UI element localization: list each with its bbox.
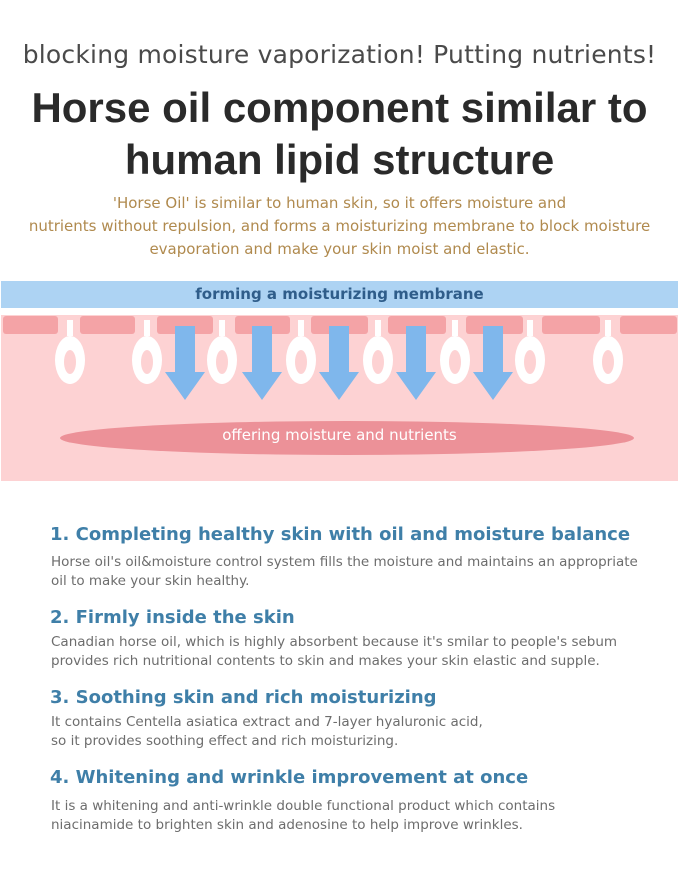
pore: [440, 320, 470, 384]
down-arrow-icon: [396, 326, 436, 400]
pore-hole: [295, 350, 307, 374]
feature-line: so it provides soothing effect and rich …: [51, 733, 399, 749]
skin-segment: [3, 316, 58, 334]
pore-hole: [216, 350, 228, 374]
arrows: [165, 326, 513, 400]
skin-segment: [542, 316, 600, 334]
down-arrow-icon: [165, 326, 205, 400]
title-line-1: Horse oil component similar to: [31, 84, 648, 131]
skin-segment: [80, 316, 135, 334]
pore: [132, 320, 162, 384]
skin-segment: [620, 316, 677, 334]
nutrient-label: offering moisture and nutrients: [222, 426, 457, 444]
feature-line: provides rich nutritional contents to sk…: [51, 653, 600, 669]
pore-hole: [141, 350, 153, 374]
feature-line: Horse oil's oil&moisture control system …: [51, 554, 638, 570]
pore-hole: [524, 350, 536, 374]
feature-desc: Horse oil's oil&moisture control system …: [51, 553, 651, 591]
pore: [515, 320, 545, 384]
feature-line: It contains Centella asiatica extract an…: [51, 714, 483, 730]
feature-title: 2. Firmly inside the skin: [50, 607, 295, 628]
skin-segment: [311, 316, 368, 334]
pore-neck: [67, 320, 73, 336]
pore: [363, 320, 393, 384]
nutrient-ellipse: [60, 421, 634, 455]
skin-top-layer: [3, 316, 677, 334]
pore-hole: [64, 350, 76, 374]
down-arrow-icon: [319, 326, 359, 400]
feature-title: 4. Whitening and wrinkle improvement at …: [50, 767, 529, 788]
pore-neck: [605, 320, 611, 336]
pore: [286, 320, 316, 384]
pore-neck: [298, 320, 304, 336]
pore-hole: [449, 350, 461, 374]
pores: [55, 320, 623, 384]
membrane-bar: [1, 281, 678, 308]
intro-line: evaporation and make your skin moist and…: [149, 240, 530, 258]
pore-neck: [452, 320, 458, 336]
intro-line: nutrients without repulsion, and forms a…: [28, 217, 651, 235]
feature-title: 1. Completing healthy skin with oil and …: [50, 524, 631, 545]
skin-segment: [388, 316, 446, 334]
pore: [593, 320, 623, 384]
title-line-2: human lipid structure: [124, 136, 555, 183]
down-arrow-icon: [242, 326, 282, 400]
pore: [207, 320, 237, 384]
feature-line: It is a whitening and anti-wrinkle doubl…: [51, 798, 556, 814]
feature-line: oil to make your skin healthy.: [51, 573, 250, 589]
feature-desc: It contains Centella asiatica extract an…: [51, 713, 651, 751]
skin-segment: [157, 316, 213, 334]
pore-neck: [219, 320, 225, 336]
intro-line: 'Horse Oil' is similar to human skin, so…: [112, 194, 567, 212]
intro-text: 'Horse Oil' is similar to human skin, so…: [0, 192, 679, 261]
pore-neck: [144, 320, 150, 336]
down-arrow-icon: [473, 326, 513, 400]
membrane-label: forming a moisturizing membrane: [195, 285, 484, 303]
skin-segment: [235, 316, 290, 334]
page-title: Horse oil component similar to human lip…: [0, 82, 679, 186]
pore-hole: [602, 350, 614, 374]
pore: [55, 320, 85, 384]
skin-segment: [466, 316, 523, 334]
subtitle: blocking moisture vaporization! Putting …: [22, 40, 657, 69]
pore-neck: [527, 320, 533, 336]
pore-neck: [375, 320, 381, 336]
feature-desc: Canadian horse oil, which is highly abso…: [51, 633, 651, 671]
pore-hole: [372, 350, 384, 374]
feature-line: niacinamide to brighten skin and adenosi…: [51, 817, 523, 833]
skin-diagram: [1, 315, 678, 481]
feature-line: Canadian horse oil, which is highly abso…: [51, 634, 618, 650]
feature-title: 3. Soothing skin and rich moisturizing: [50, 687, 437, 708]
feature-desc: It is a whitening and anti-wrinkle doubl…: [51, 797, 651, 835]
